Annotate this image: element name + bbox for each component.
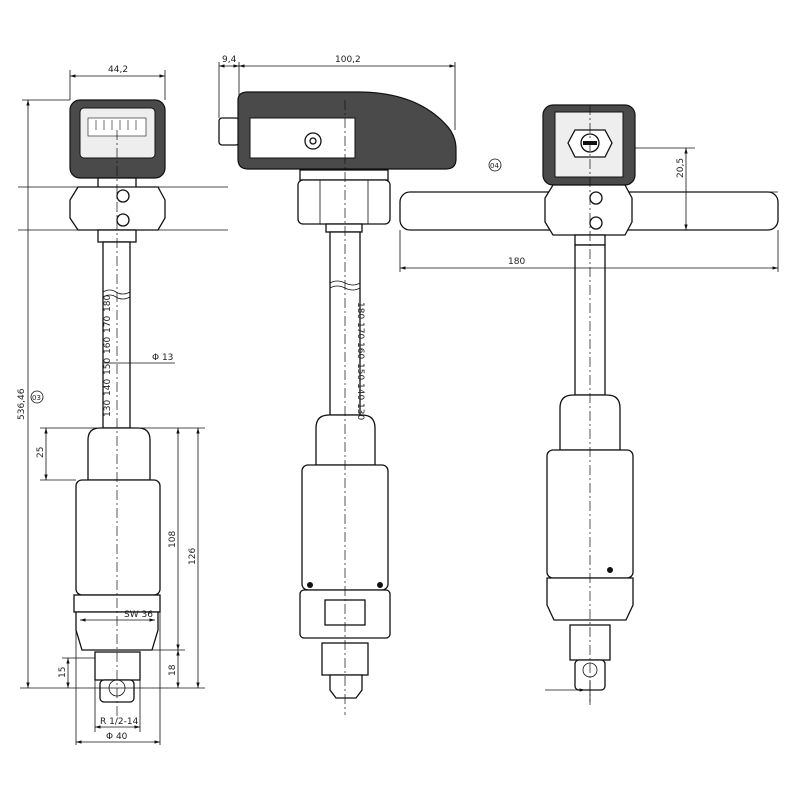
side-view: 180 170 160 150 140 130 9,4 100,2 bbox=[218, 55, 457, 715]
dim-108: 108 bbox=[168, 531, 178, 548]
dim-sw36: SW 36 bbox=[124, 610, 153, 620]
callout-03: 03 bbox=[32, 394, 41, 402]
dim-bar-length: 180 bbox=[508, 257, 525, 267]
scale-label: 130 bbox=[355, 403, 365, 420]
scale-label: 180 bbox=[355, 302, 365, 319]
clamp bbox=[69, 186, 166, 231]
dim-rod-diameter: Φ 13 bbox=[152, 353, 173, 363]
front-view: 180 170 160 150 140 130 44,2 536,46 03 Φ… bbox=[17, 65, 228, 745]
dim-connector: 9,4 bbox=[222, 55, 237, 65]
scale-label: 170 bbox=[355, 322, 365, 339]
scale-label: 150 bbox=[355, 363, 365, 380]
dim-width: 44,2 bbox=[108, 65, 128, 75]
dim-total: 536,46 bbox=[17, 388, 27, 420]
scale-label: 130 bbox=[103, 400, 113, 417]
dim-diameter-40: Φ 40 bbox=[106, 732, 128, 742]
dim-126: 126 bbox=[188, 548, 198, 565]
dim-length: 100,2 bbox=[335, 55, 361, 65]
dim-25: 25 bbox=[36, 447, 46, 458]
scale-label: 140 bbox=[103, 379, 113, 396]
dim-bar-height: 20,5 bbox=[676, 158, 686, 178]
scale-label: 150 bbox=[103, 358, 113, 375]
dim-15: 15 bbox=[58, 667, 68, 678]
scale-label: 160 bbox=[103, 337, 113, 354]
scale-label: 180 bbox=[103, 295, 113, 312]
dim-18: 18 bbox=[168, 664, 178, 676]
scale-label: 170 bbox=[103, 316, 113, 333]
dim-thread: R 1/2-14 bbox=[100, 717, 139, 727]
callout-04: 04 bbox=[490, 162, 499, 170]
scale-label: 140 bbox=[355, 383, 365, 400]
back-view: 04 20,5 180 bbox=[399, 104, 779, 705]
scale-label: 160 bbox=[355, 342, 365, 359]
